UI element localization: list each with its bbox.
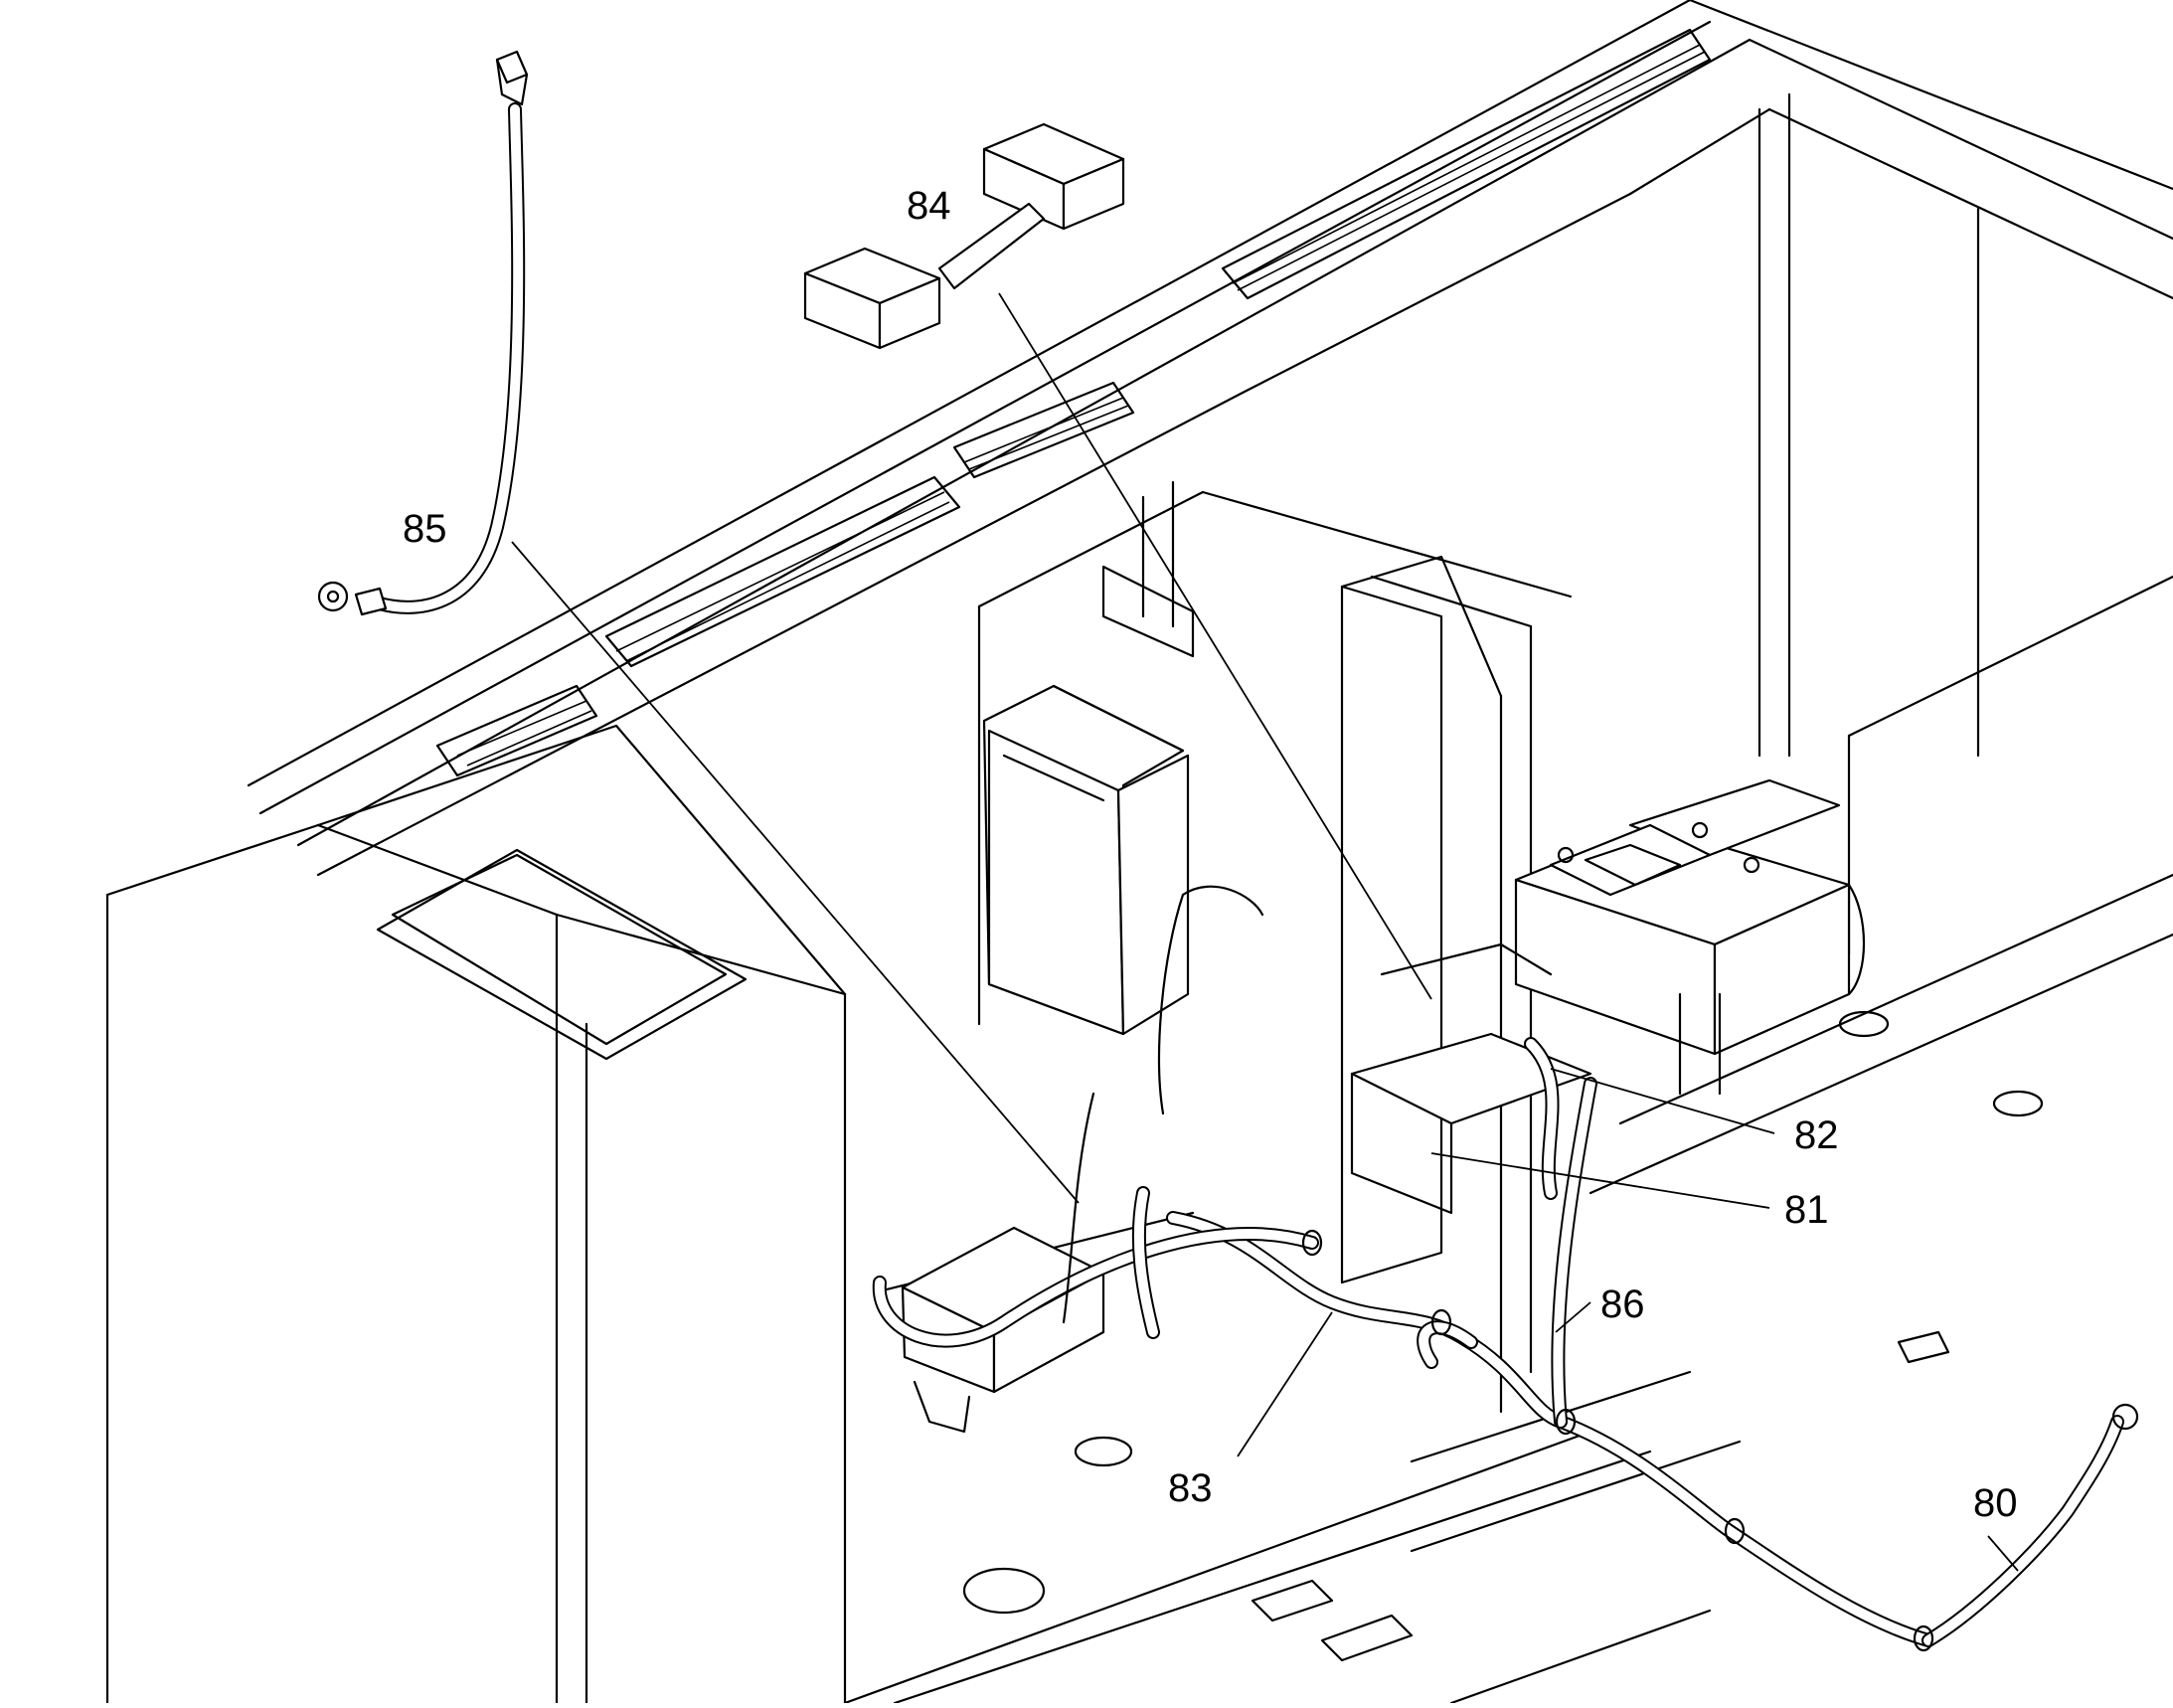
leader-80 bbox=[1987, 1535, 2019, 1572]
leader-86 bbox=[1555, 1301, 1591, 1333]
callout-labels: 80 81 82 83 84 85 86 bbox=[403, 184, 2018, 1525]
cables bbox=[872, 885, 2139, 1652]
leader-lines bbox=[511, 292, 2019, 1572]
control-module bbox=[982, 684, 1190, 1036]
leader-85 bbox=[511, 541, 1080, 1204]
part-85-ground-cable bbox=[317, 50, 529, 616]
callout-82: 82 bbox=[1794, 1113, 1839, 1157]
callout-81: 81 bbox=[1784, 1188, 1829, 1232]
callout-80: 80 bbox=[1973, 1481, 2018, 1525]
vent-grilles bbox=[435, 28, 1712, 777]
upper-bracket bbox=[1101, 480, 1195, 658]
part-84-jumper bbox=[803, 122, 1125, 350]
battery-pack bbox=[1514, 778, 1866, 1096]
leader-83 bbox=[1237, 1311, 1333, 1457]
leader-81 bbox=[1430, 1152, 1770, 1209]
battery-tray bbox=[1350, 942, 1592, 1215]
callout-85: 85 bbox=[403, 507, 447, 551]
callout-84: 84 bbox=[907, 184, 951, 228]
callout-83: 83 bbox=[1168, 1466, 1213, 1510]
frame-enclosure bbox=[105, 0, 2173, 1705]
leader-82 bbox=[1550, 1068, 1775, 1134]
leader-84 bbox=[998, 292, 1432, 1000]
grille-pattern bbox=[456, 44, 1706, 767]
callout-86: 86 bbox=[1600, 1282, 1645, 1326]
